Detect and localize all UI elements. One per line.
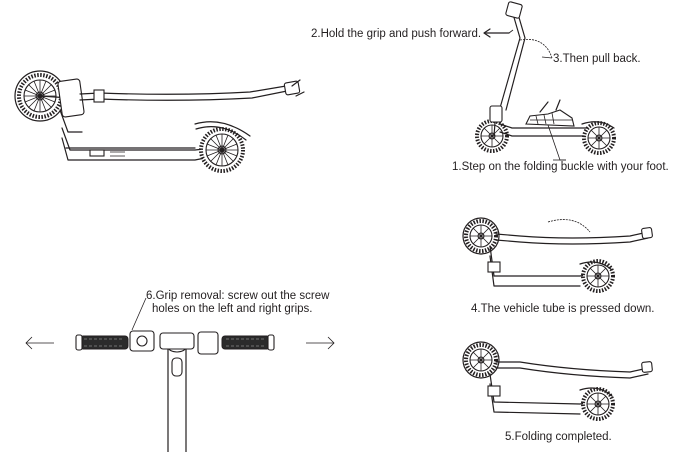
scooter-middle-right	[462, 217, 653, 293]
step-4-label: 4.The vehicle tube is pressed down.	[471, 303, 655, 315]
step-2-label: 2.Hold the grip and push forward.	[311, 28, 482, 40]
arrow-left-icon	[25, 336, 54, 350]
step-1-label: 1.Step on the folding buckle with your f…	[452, 161, 669, 173]
step-3-label: 3.Then pull back.	[553, 53, 641, 65]
scooter-top-right	[475, 1, 616, 161]
step-5-label: 5.Folding completed.	[505, 431, 612, 443]
step-6-label-line2: holes on the left and right grips.	[152, 303, 313, 315]
scooter-bottom-right	[462, 341, 653, 421]
scooter-top-left	[14, 70, 305, 173]
handlebar-grip-removal	[75, 297, 275, 452]
step-6-label-line1: 6.Grip removal: screw out the screw	[146, 290, 330, 302]
arrow-right-icon	[306, 336, 335, 350]
